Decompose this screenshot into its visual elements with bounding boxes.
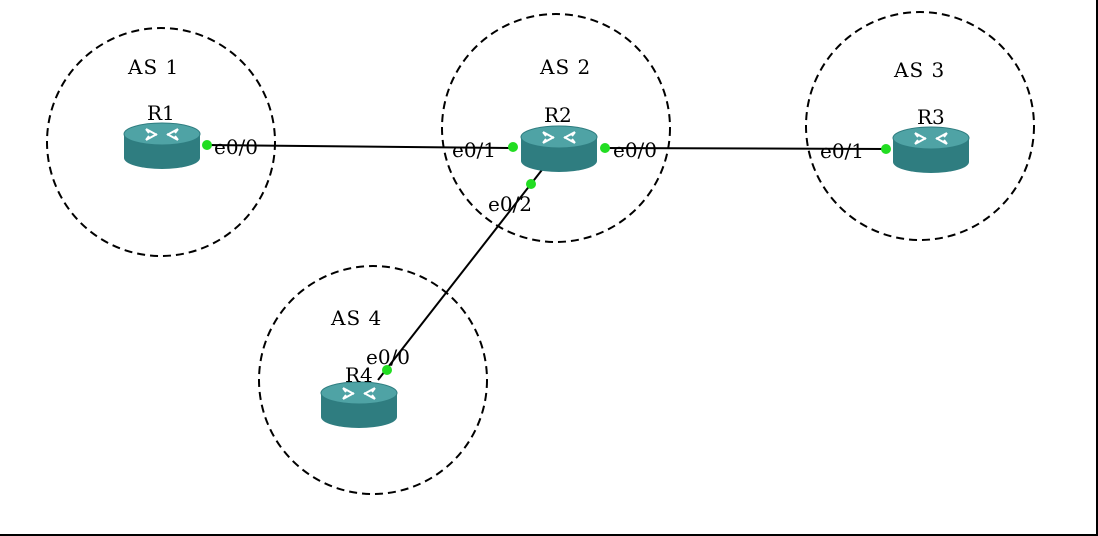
router-arrows-icon (542, 131, 576, 144)
as4-boundary (258, 265, 488, 495)
if-label-r2-e0-2: e0/2 (488, 192, 532, 216)
port-r4-e0-0[interactable] (382, 365, 392, 375)
if-label-r1-e0-0: e0/0 (214, 135, 258, 159)
port-r1-e0-0[interactable] (202, 140, 212, 150)
if-label-r2-e0-1: e0/1 (452, 138, 496, 162)
router-arrows-icon (914, 132, 948, 145)
router-r2[interactable] (520, 125, 598, 172)
if-label-r4-e0-0: e0/0 (366, 345, 410, 369)
router-arrows-icon (145, 128, 179, 141)
link-r2-r4[interactable] (377, 165, 546, 381)
as3-label: AS 3 (893, 58, 945, 82)
link-r1-r2[interactable] (206, 144, 514, 149)
port-r2-e0-0[interactable] (600, 143, 610, 153)
as1-label: AS 1 (127, 55, 179, 79)
router-arrows-icon (342, 387, 376, 400)
as2-label: AS 2 (539, 55, 591, 79)
router-r4-label: R4 (345, 363, 373, 387)
if-label-r2-e0-0: e0/0 (613, 138, 657, 162)
as3-boundary (805, 11, 1035, 241)
as2-boundary (441, 13, 671, 243)
link-r2-r3[interactable] (604, 147, 887, 150)
as1-boundary (46, 27, 276, 257)
port-r3-e0-1[interactable] (881, 144, 891, 154)
router-r4[interactable] (320, 381, 398, 428)
if-label-r3-e0-1: e0/1 (820, 139, 864, 163)
router-r3-label: R3 (917, 105, 945, 129)
router-r1[interactable] (123, 122, 201, 169)
as4-label: AS 4 (330, 306, 382, 330)
router-r1-label: R1 (147, 101, 175, 125)
port-r2-e0-2[interactable] (526, 179, 536, 189)
port-r2-e0-1[interactable] (508, 142, 518, 152)
router-r2-label: R2 (544, 103, 572, 127)
router-r3[interactable] (892, 126, 970, 173)
